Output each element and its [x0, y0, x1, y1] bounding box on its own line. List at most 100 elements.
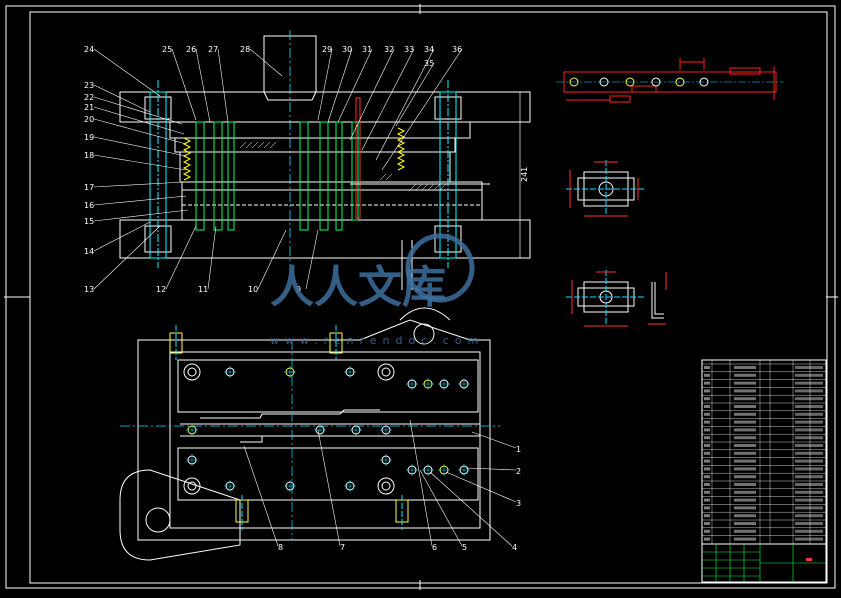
watermark: 人人文库 www.renrendoc.com	[270, 233, 484, 347]
plan-callout-8: 8	[278, 543, 283, 552]
bom-cell-text	[734, 459, 756, 463]
strip-pierced-holes	[569, 77, 709, 87]
section-callout-leader	[93, 225, 161, 290]
bom-cell-text	[795, 537, 823, 541]
plan-callout-leader	[465, 467, 517, 471]
strip-hole	[625, 77, 635, 87]
section-callout-leader	[249, 48, 283, 77]
bom-cell-text	[795, 459, 823, 463]
plan-callout-leader	[409, 419, 433, 547]
stripper-plates	[181, 181, 483, 221]
section-callout-leader	[93, 221, 151, 252]
bom-cell-text	[704, 475, 710, 479]
section-callout-leader	[93, 106, 185, 135]
guide-bushing-bore	[381, 481, 391, 491]
section-callout-leader	[195, 48, 211, 123]
bom-cell-text	[795, 366, 823, 369]
title-block-cells	[702, 544, 826, 582]
bom-cell-text	[795, 436, 823, 440]
section-callout-leader	[327, 48, 353, 123]
bom-cell-text	[734, 498, 756, 502]
height-dimension-label: 241	[520, 167, 529, 182]
bom-cell-text	[734, 381, 756, 385]
bom-cell-text	[734, 506, 756, 510]
section-callout-leader	[93, 118, 187, 145]
bom-cell-text	[704, 405, 710, 408]
plan-callout-leader	[243, 445, 279, 547]
bom-cell-text	[734, 389, 756, 393]
section-callout-24: 24	[84, 45, 94, 54]
bom-cell-text	[734, 522, 756, 525]
section-callout-19: 19	[84, 133, 94, 142]
section-callout-17: 17	[84, 183, 94, 192]
guide-bushing-hole	[377, 363, 395, 381]
guide-bushing-bore	[381, 367, 391, 377]
bom-cell-text	[734, 490, 756, 494]
bom-cell-text	[704, 397, 710, 401]
section-callout-22: 22	[84, 93, 94, 102]
section-callout-leader	[305, 229, 319, 290]
section-callout-leader	[93, 195, 187, 206]
bom-cell-text	[704, 436, 710, 440]
part-view-top	[566, 160, 646, 217]
bom-cell-text	[795, 428, 823, 432]
bom-cell-text	[704, 412, 710, 416]
section-callout-leader	[93, 209, 189, 222]
bom-cell-text	[734, 436, 756, 440]
bom-cell-text	[704, 506, 710, 510]
bom-cell-text	[795, 420, 823, 424]
plan-callout-1: 1	[516, 445, 521, 454]
plan-callout-7: 7	[340, 543, 345, 552]
bom-cell-text	[704, 514, 710, 518]
section-callout-28: 28	[240, 45, 250, 54]
dowel-pins	[169, 325, 409, 530]
section-callout-leader	[93, 84, 151, 113]
watermark-url: www.renrendoc.com	[270, 334, 484, 347]
bom-cell-text	[734, 397, 756, 401]
section-callout-30: 30	[342, 45, 352, 54]
bom-cell-text	[795, 373, 823, 377]
section-callout-leader	[381, 48, 463, 171]
bom-cell-text	[704, 366, 710, 369]
section-callout-leader	[207, 225, 217, 290]
bom-cell-text	[734, 405, 756, 408]
section-callout-leader	[217, 48, 229, 123]
plan-callout-leader	[471, 431, 517, 449]
section-callout-31: 31	[362, 45, 372, 54]
bill-of-materials	[702, 360, 826, 544]
section-callout-27: 27	[208, 45, 218, 54]
bom-cell-text	[795, 506, 823, 510]
bom-cell-text	[734, 373, 756, 377]
section-callout-25: 25	[162, 45, 172, 54]
section-callout-29: 29	[322, 45, 332, 54]
bom-cell-text	[734, 475, 756, 479]
bom-cell-text	[734, 514, 756, 518]
watermark-brand: 人人文库	[270, 262, 446, 313]
bom-cell-text	[734, 537, 756, 541]
section-callout-23: 23	[84, 81, 94, 90]
strip-hole	[569, 77, 579, 87]
bom-cell-text	[795, 412, 823, 416]
section-callout-10: 10	[248, 285, 258, 294]
bom-cell-text	[734, 366, 756, 369]
section-callout-leader	[375, 48, 435, 161]
bom-cell-text	[795, 405, 823, 408]
section-callout-13: 13	[84, 285, 94, 294]
title-block-red-mark	[806, 558, 812, 561]
section-callout-20: 20	[84, 115, 94, 124]
section-callout-18: 18	[84, 151, 94, 160]
height-dimension	[514, 91, 526, 259]
bom-cell-text	[795, 381, 823, 385]
bom-cell-text	[704, 459, 710, 463]
bom-cell-text	[734, 483, 756, 486]
section-callout-21: 21	[84, 103, 94, 112]
bom-cell-text	[704, 522, 710, 525]
bom-cell-text	[795, 444, 823, 447]
strip-hole	[699, 77, 709, 87]
bom-cell-text	[795, 451, 823, 455]
bom-cell-text	[704, 428, 710, 432]
